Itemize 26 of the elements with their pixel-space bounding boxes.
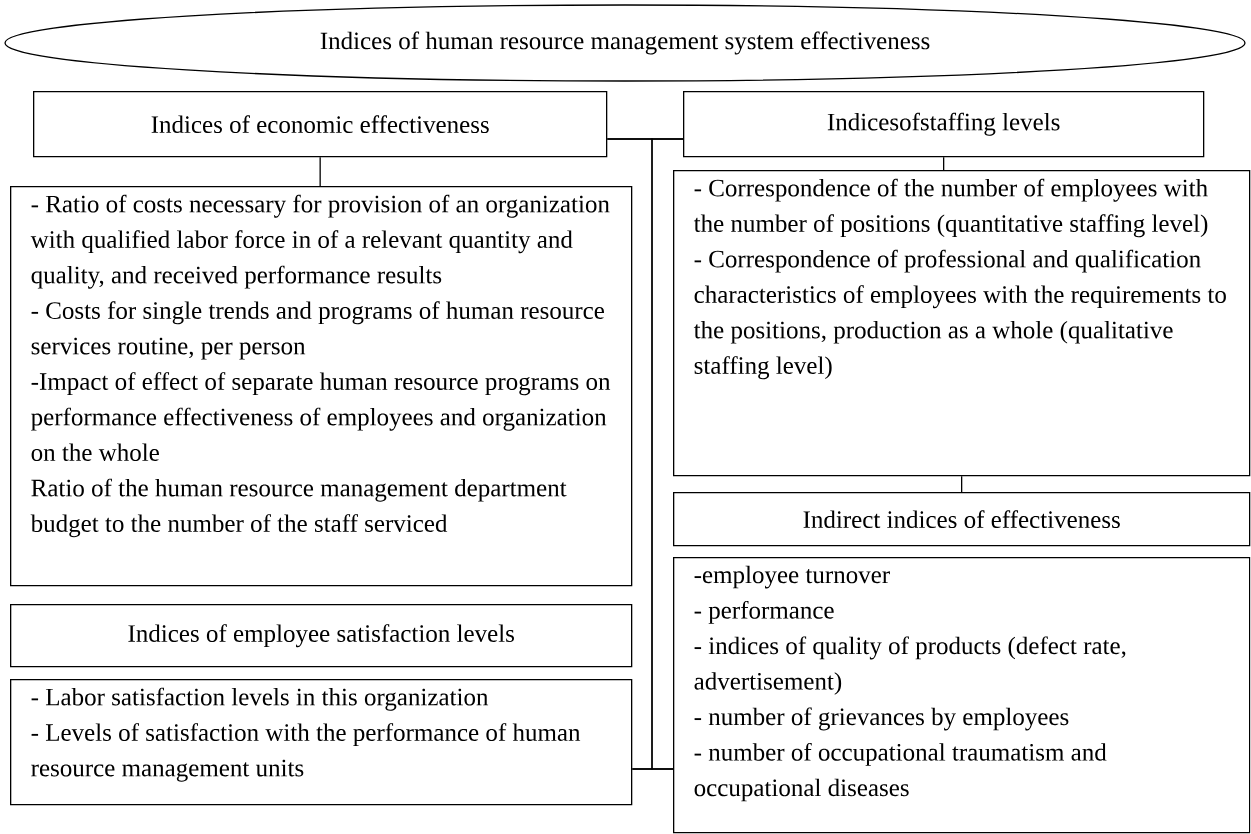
category-box: Indirect indices of effectiveness	[673, 492, 1251, 547]
list-item: - Labor satisfaction levels in this organization	[31, 687, 489, 711]
index-list-box	[673, 557, 1251, 834]
list-item: - number of grievances by employees	[694, 707, 1069, 731]
list-item: Ratio of the human resource management department budget to the number of the staff serviced	[30, 478, 567, 538]
list-item: - Correspondence of professional and qualification characteristics of employees with the requirements to the positions, production as a whole (qualitative staffing level)	[693, 249, 1226, 380]
category-box: Indicesofstaffing levels	[683, 91, 1205, 158]
list-item: - Levels of satisfaction with the performance of human resource management units	[31, 723, 581, 782]
index-list-box	[673, 170, 1251, 477]
connector-line	[943, 156, 945, 171]
category-box: Indices of employee satisfaction levels	[10, 604, 633, 668]
list-item: - indices of quality of products (defect rate, advertisement)	[694, 636, 1126, 695]
connector-line	[606, 138, 653, 770]
list-item: - number of occupational traumatism and occupational diseases	[694, 742, 1107, 802]
connector-line	[319, 156, 321, 187]
index-list-box	[10, 186, 633, 587]
list-item: - Ratio of costs necessary for provision of an organization with qualified labor force in of a relevant quantity and quality, and received performance results	[30, 194, 610, 289]
connector-line	[961, 475, 963, 493]
index-list-box	[10, 679, 633, 806]
list-item: - Correspondence of the number of employees with the number of positions (quantitative staffing level)	[693, 178, 1208, 238]
list-item: - Costs for single trends and programs of human resource services routine, per person	[31, 301, 604, 360]
connector-line	[651, 138, 684, 770]
list-item: -Impact of effect of separate human resource programs on performance effectiveness of employees and organization on the whole	[31, 372, 611, 461]
list-item: -employee turnover	[694, 565, 890, 589]
list-item: - performance	[694, 600, 834, 624]
category-box: Indices of economic effectiveness	[33, 91, 608, 158]
